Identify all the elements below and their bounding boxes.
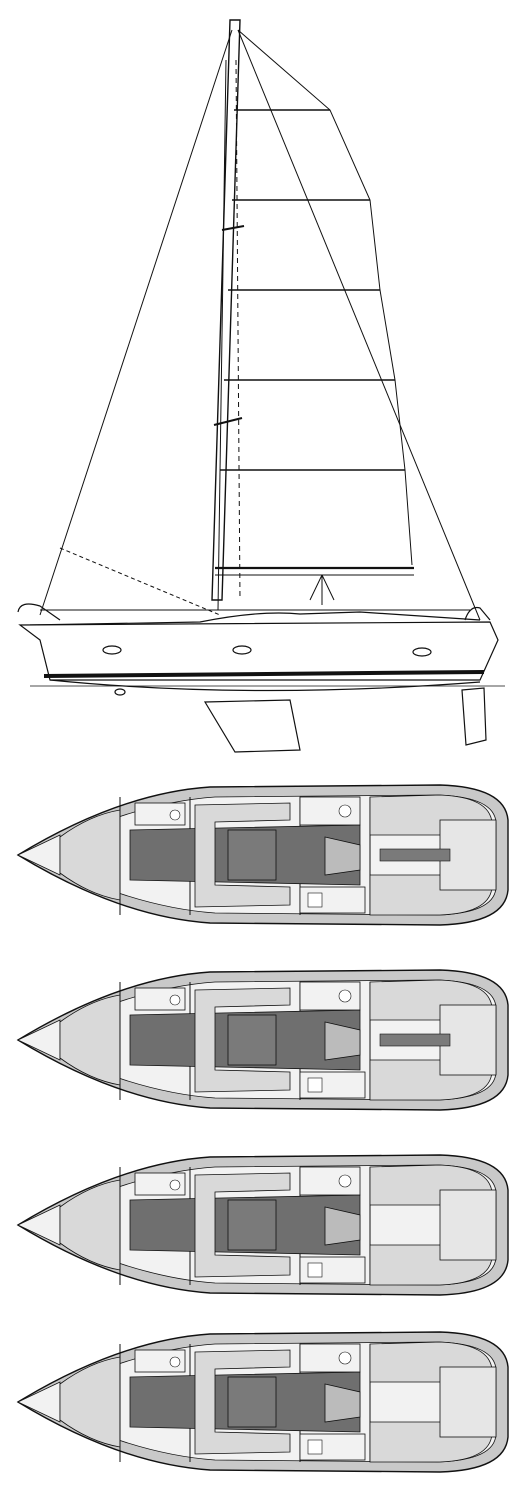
hull — [17, 603, 505, 753]
forward-berth — [59, 1179, 121, 1271]
stove — [307, 1439, 323, 1455]
keel — [203, 699, 301, 753]
toilet — [169, 809, 181, 821]
toilet — [338, 1351, 352, 1365]
layout-plan-b — [16, 969, 509, 1111]
galley — [299, 886, 366, 914]
cockpit-table — [379, 1033, 451, 1047]
saloon-settee — [194, 1349, 291, 1455]
cockpit — [439, 1366, 497, 1438]
companionway-steps — [324, 1383, 361, 1423]
pulpit — [17, 603, 61, 621]
toilet — [169, 1356, 181, 1368]
luff-line — [235, 59, 241, 601]
porthole — [102, 645, 122, 655]
boot-stripe — [43, 670, 485, 678]
toilet — [169, 994, 181, 1006]
rudder — [461, 687, 487, 746]
rigging — [39, 19, 481, 621]
toilet — [338, 989, 352, 1003]
bow-locker — [17, 1204, 61, 1246]
saloon-table — [227, 1376, 277, 1428]
jib-sheet — [59, 547, 221, 616]
spreader — [221, 225, 245, 231]
saloon-table — [227, 829, 277, 881]
forward-berth — [59, 994, 121, 1086]
forward-berth — [59, 1356, 121, 1448]
toilet — [338, 804, 352, 818]
deckhouse — [29, 611, 481, 626]
spreader — [213, 417, 243, 426]
saloon-settee — [194, 1172, 291, 1278]
stern-pulpit — [464, 606, 491, 621]
hull-body — [18, 621, 499, 681]
genoa-leech — [217, 59, 227, 611]
forward-berth — [59, 809, 121, 901]
toilet — [338, 1174, 352, 1188]
mast — [211, 19, 241, 601]
cockpit-table — [379, 848, 451, 862]
toilet — [169, 1179, 181, 1191]
layout-plan-a — [16, 784, 509, 926]
saloon-settee — [194, 987, 291, 1093]
bow-locker — [17, 834, 61, 876]
saloon-settee — [194, 802, 291, 908]
saloon-table — [227, 1199, 277, 1251]
backstay — [237, 29, 481, 621]
stove — [307, 1077, 323, 1093]
bow-locker — [17, 1019, 61, 1061]
companionway-steps — [324, 1206, 361, 1246]
saloon-table — [227, 1014, 277, 1066]
stove — [307, 1262, 323, 1278]
bow-locker — [17, 1381, 61, 1423]
underbody — [49, 679, 481, 692]
companionway-steps — [324, 836, 361, 876]
cockpit — [439, 1189, 497, 1261]
companionway-steps — [324, 1021, 361, 1061]
thru-hull — [114, 688, 126, 696]
stove — [307, 892, 323, 908]
porthole — [412, 647, 432, 657]
porthole — [232, 645, 252, 655]
layout-plan-c — [16, 1154, 509, 1296]
forestay — [39, 29, 233, 616]
head-compartment — [299, 796, 361, 826]
mainsheet — [309, 574, 335, 605]
layout-plan-d — [16, 1331, 509, 1473]
sail-plan-profile — [17, 19, 505, 753]
